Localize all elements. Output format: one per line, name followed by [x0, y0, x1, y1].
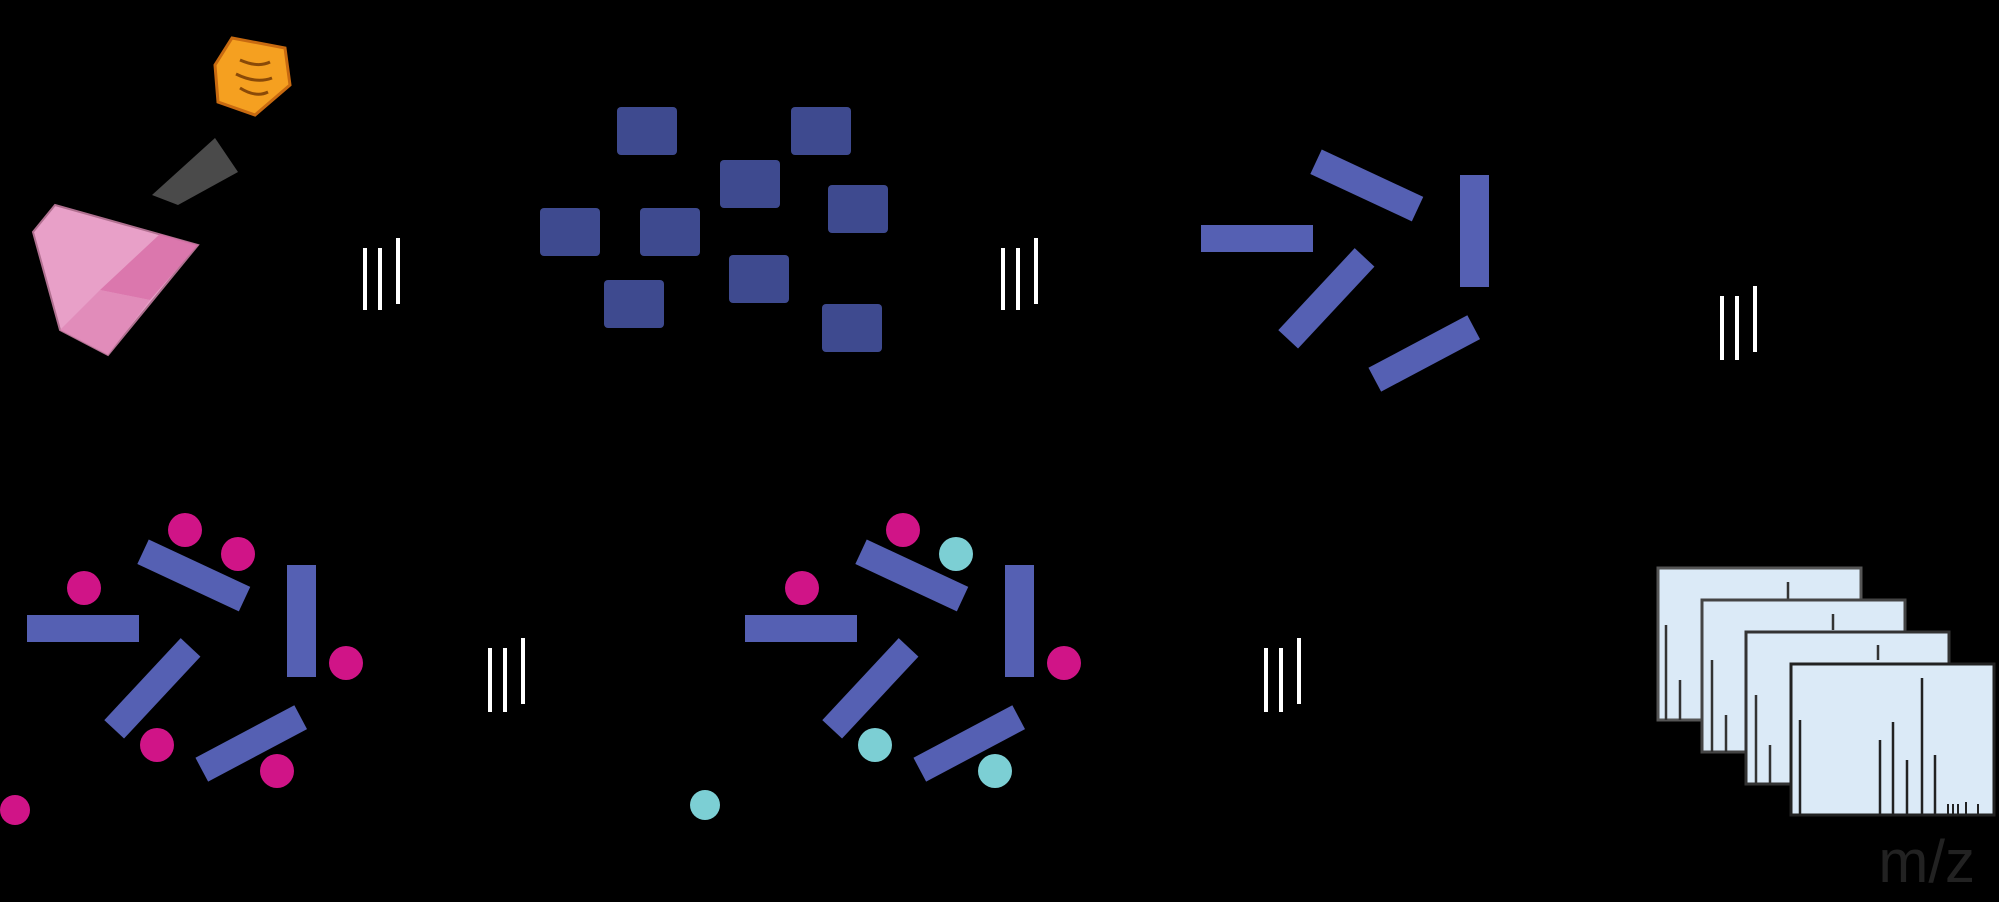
label-tag-magenta: [1047, 646, 1081, 680]
peptide-bar: [1278, 248, 1375, 349]
protein-blocks-icon: [540, 107, 888, 352]
nut-groove-3: [239, 86, 269, 96]
label-tag-magenta: [785, 571, 819, 605]
peptide-bar: [287, 565, 316, 677]
protein-block: [540, 208, 600, 256]
protein-block: [720, 160, 780, 208]
label-tag-cyan: [939, 537, 973, 571]
protein-block: [822, 304, 882, 352]
labeled-peptides-icon: [0, 513, 363, 825]
peptide-bar: [104, 638, 201, 739]
flask-liquid-lower: [60, 290, 150, 355]
nut-groove-1: [239, 58, 271, 67]
peptide-bar: [1201, 225, 1313, 252]
protein-block: [791, 107, 851, 155]
nut-icon: [213, 36, 292, 117]
label-tag-magenta: [67, 571, 101, 605]
nut-groove-2: [235, 72, 273, 82]
peptide-bar: [1460, 175, 1489, 287]
peptide-bar: [1368, 315, 1481, 392]
label-tag-magenta: [221, 537, 255, 571]
peptide-bar: [27, 615, 139, 642]
peptide-bar: [137, 539, 251, 612]
protein-block: [617, 107, 677, 155]
protein-block: [604, 280, 664, 328]
label-tag-magenta: [329, 646, 363, 680]
label-tag-cyan: [858, 728, 892, 762]
step-arrow-marks-3: [1720, 286, 1757, 360]
protein-block: [828, 185, 888, 233]
protein-block: [729, 255, 789, 303]
flask-neck: [152, 138, 238, 205]
peptide-fragments-icon: [1201, 149, 1489, 392]
label-tag-magenta: [886, 513, 920, 547]
label-tag-magenta: [140, 728, 174, 762]
protein-block: [640, 208, 700, 256]
label-tag-magenta: [260, 754, 294, 788]
spectra-axis-label: m/z: [1878, 828, 1975, 895]
label-tag-magenta: [0, 795, 30, 825]
peptide-bar: [1005, 565, 1034, 677]
label-tag-cyan: [690, 790, 720, 820]
flask-liquid: [100, 234, 198, 300]
step-arrow-marks-1: [363, 238, 400, 310]
label-tag-magenta: [168, 513, 202, 547]
peptide-bar: [822, 638, 919, 739]
step-arrow-marks-5: [1264, 638, 1301, 712]
step-arrow-marks-2: [1001, 238, 1038, 310]
peptide-bar: [913, 705, 1026, 782]
peptide-bar: [855, 539, 969, 612]
peptide-bar: [745, 615, 857, 642]
peptide-bar: [1310, 149, 1424, 222]
mixed-labeled-peptides-icon: [690, 513, 1081, 820]
spectrum-panel-front: [1789, 662, 1996, 817]
nut-shape: [213, 36, 292, 117]
step-arrow-marks-4: [488, 638, 525, 712]
mass-spectra-stack-icon: m/z: [1656, 566, 1996, 895]
flask-icon: [31, 138, 238, 357]
peptide-bar: [195, 705, 308, 782]
label-tag-cyan: [978, 754, 1012, 788]
